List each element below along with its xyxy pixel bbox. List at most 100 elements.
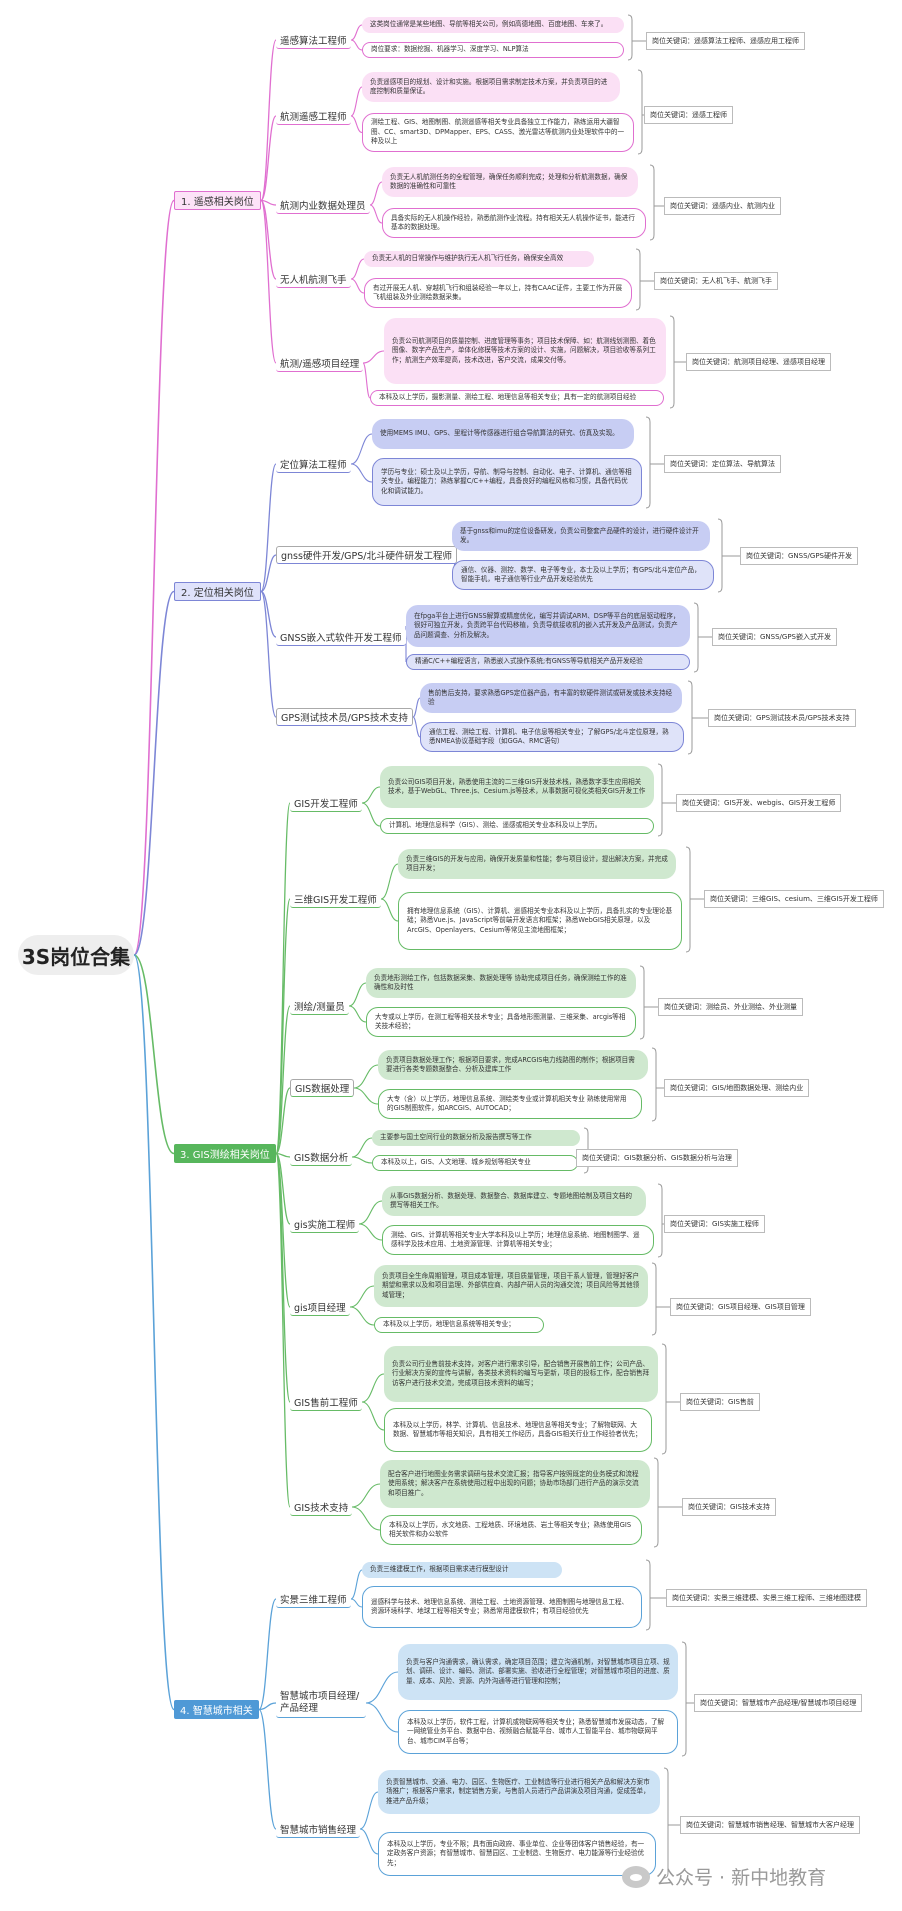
connector-line [275,1152,291,1158]
connector-line [635,248,641,311]
role-positioning-algorithm[interactable]: 定位算法工程师 [276,455,351,473]
connector-line [361,802,381,827]
connector-line [412,697,421,718]
role-surveyor[interactable]: 测绘/测量员 [290,997,349,1015]
connector-line [260,554,277,593]
connector-line [353,1064,379,1089]
role-gis-implementation[interactable]: gis实施工程师 [290,1215,360,1233]
connector-line [657,1183,663,1258]
role-keywords: 岗位关键词：无人机飞手、航测飞手 [654,272,778,290]
connector-line [351,1506,381,1531]
connector-line [657,763,663,837]
connector-line [260,199,277,280]
role-description: 负责项目数据处理工作；根据项目要求，完成ARCGIS电力线路图的制作；根据项目需… [378,1050,648,1080]
connector-line [369,204,383,224]
connector-line [669,315,675,409]
connector-line [350,86,363,117]
role-label: 无人机航测飞手 [280,274,347,286]
connector-line [651,1047,657,1122]
connector-line [361,1401,385,1431]
role-label: GIS数据处理 [295,1084,350,1095]
role-keywords: 岗位关键词：GIS/地图数据处理、测绘内业 [664,1079,810,1097]
role-keywords: 岗位关键词：GIS售前 [680,1393,760,1411]
role-requirement: 测绘工程、GIS、地图制图、航测遥感等相关专业具备独立工作能力，熟练运用大疆智图… [362,113,634,152]
connector-line [275,1087,291,1155]
connector-line [350,463,373,483]
role-description: 负责三维建模工作，根据项目需求进行模型设计 [362,1562,562,1578]
watermark: 公众号 · 新中地教育 [622,1863,826,1890]
role-aerial-survey-engineer[interactable]: 航测遥感工程师 [276,107,351,125]
connector-line [717,518,723,593]
connector-line [351,1137,373,1158]
role-gnss-hardware[interactable]: gnss硬件开发/GPS/北斗硬件研发工程师 [276,546,457,564]
role-uav-pilot[interactable]: 无人机航测飞手 [276,270,351,288]
connector-line [359,1791,379,1830]
role-gis-project-manager[interactable]: gis项目经理 [290,1298,350,1316]
category-gis-surveying[interactable]: 3. GIS测绘相关岗位 [174,1144,276,1163]
connector-line [651,1262,657,1336]
role-label: 智慧城市销售经理 [280,1824,357,1836]
role-description: 负责无人机航测任务的全程管理，确保任务顺利完成；处理和分析航测数据，确保数据的准… [382,167,638,197]
role-gis-tech-support[interactable]: GIS技术支持 [290,1498,353,1516]
role-description: 在fpga平台上进行GNSS解算或精度优化，编写并调试ARM、DSP等平台的底层… [406,605,690,647]
role-label: GIS数据分析 [294,1152,349,1164]
role-description: 负责无人机的日常操作与维护执行无人机飞行任务，确保安全高效 [364,251,594,267]
connector-line [275,1005,291,1155]
role-description: 使用MEMS IMU、GPS、里程计等传感器进行组合导航算法的研究、仿真及实现。 [372,419,634,449]
role-requirement: 本科及以上学历，摄影测量、测绘工程、地理信息等相关专业；具有一定的航测项目经验 [370,390,664,406]
connector-line [365,1671,399,1704]
role-requirement: 大专（含）以上学历，地理信息系统、测绘类专业或计算机相关专业 熟练使用常用的GI… [378,1089,642,1119]
connector-line [358,1223,383,1241]
role-label: 航测遥感工程师 [280,111,347,123]
connector-line [133,954,175,1155]
role-gis-data-processing[interactable]: GIS数据处理 [290,1079,355,1097]
connector-line [693,602,699,673]
connector-line [380,863,399,900]
role-requirement: 有过开展无人机、穿越机飞行和组装经验一年以上，持有CAAC证件，主要工作为开展飞… [364,278,632,308]
role-requirement: 本科及以上学历，林学、计算机、信息技术、地理信息等相关专业；了解物联网、大数据、… [384,1408,652,1452]
role-keywords: 岗位关键词：定位算法、导航算法 [664,455,781,473]
role-reality-3d-engineer[interactable]: 实景三维工程师 [276,1590,351,1608]
connector-line [350,258,365,280]
connector-line [653,1457,659,1548]
role-description: 基于gnss和imu的定位设备研发，负责公司整套产品硬件的设计，进行硬件设计开发… [452,521,710,551]
connector-line [351,1156,373,1164]
role-description: 负责三维GIS的开发与应用，确保开发质量和性能；参与项目设计，提出解决方案，并完… [398,849,676,879]
category-smart-city[interactable]: 4. 智慧城市相关 [174,1700,259,1719]
role-smart-city-pm[interactable]: 智慧城市项目经理/产品经理 [276,1688,366,1718]
role-keywords: 岗位关键词：实景三维建模、实景三维工程师、三维地图建模 [666,1589,867,1607]
role-smart-city-sales[interactable]: 智慧城市销售经理 [276,1820,361,1838]
role-gis-data-analysis[interactable]: GIS数据分析 [290,1148,353,1166]
role-requirement: 计算机、地理信息科学（GIS）、测绘、遥感或相关专业本科及以上学历。 [380,818,654,834]
role-keywords: 岗位关键词：GIS项目经理、GIS项目管理 [670,1298,811,1316]
role-gps-testing-support[interactable]: GPS测试技术员/GPS技术支持 [276,708,413,726]
mind-map-root[interactable]: 3S岗位合集 [18,935,134,975]
connector-line [260,199,277,206]
role-aerial-project-manager[interactable]: 航测/遥感项目经理 [276,354,364,372]
role-gis-presales[interactable]: GIS售前工程师 [290,1393,362,1411]
connector-line [645,1559,651,1631]
category-positioning[interactable]: 2. 定位相关岗位 [174,582,261,601]
connector-line [369,181,383,206]
role-description: 负责与客户沟通需求，确认需求，确定项目范围；建立沟通机制，对智慧城市项目立项、规… [398,1644,678,1700]
role-label: 实景三维工程师 [280,1594,347,1606]
connector-line [350,39,363,51]
connector-line [275,802,291,1155]
connector-line [639,965,645,1040]
category-remote-sensing[interactable]: 1. 遥感相关岗位 [174,191,261,210]
role-aerial-data-processor[interactable]: 航测内业数据处理员 [276,196,370,214]
role-remote-sensing-algorithm[interactable]: 遥感算法工程师 [276,31,351,49]
role-requirement: 岗位要求：数据挖掘、机器学习、深度学习、NLP算法 [362,42,624,58]
role-3d-gis-developer[interactable]: 三维GIS开发工程师 [290,890,381,908]
role-keywords: 岗位关键词：GPS测试技术员/GPS技术支持 [708,709,856,727]
role-gnss-embedded[interactable]: GNSS嵌入式软件开发工程师 [276,628,406,646]
connector-line [361,786,381,804]
category-label: 1. 遥感相关岗位 [181,197,254,208]
role-requirement: 通信工程、测绘工程、计算机、电子信息等相关专业；了解GPS/北斗定位原理，熟悉N… [420,722,684,752]
connector-line [361,1373,385,1403]
role-description: 这类岗位通常是某些地图、导航等相关公司，例如高德地图、百度地图、车来了。 [362,17,624,33]
connector-line [687,680,693,755]
role-gis-developer[interactable]: GIS开发工程师 [290,794,362,812]
